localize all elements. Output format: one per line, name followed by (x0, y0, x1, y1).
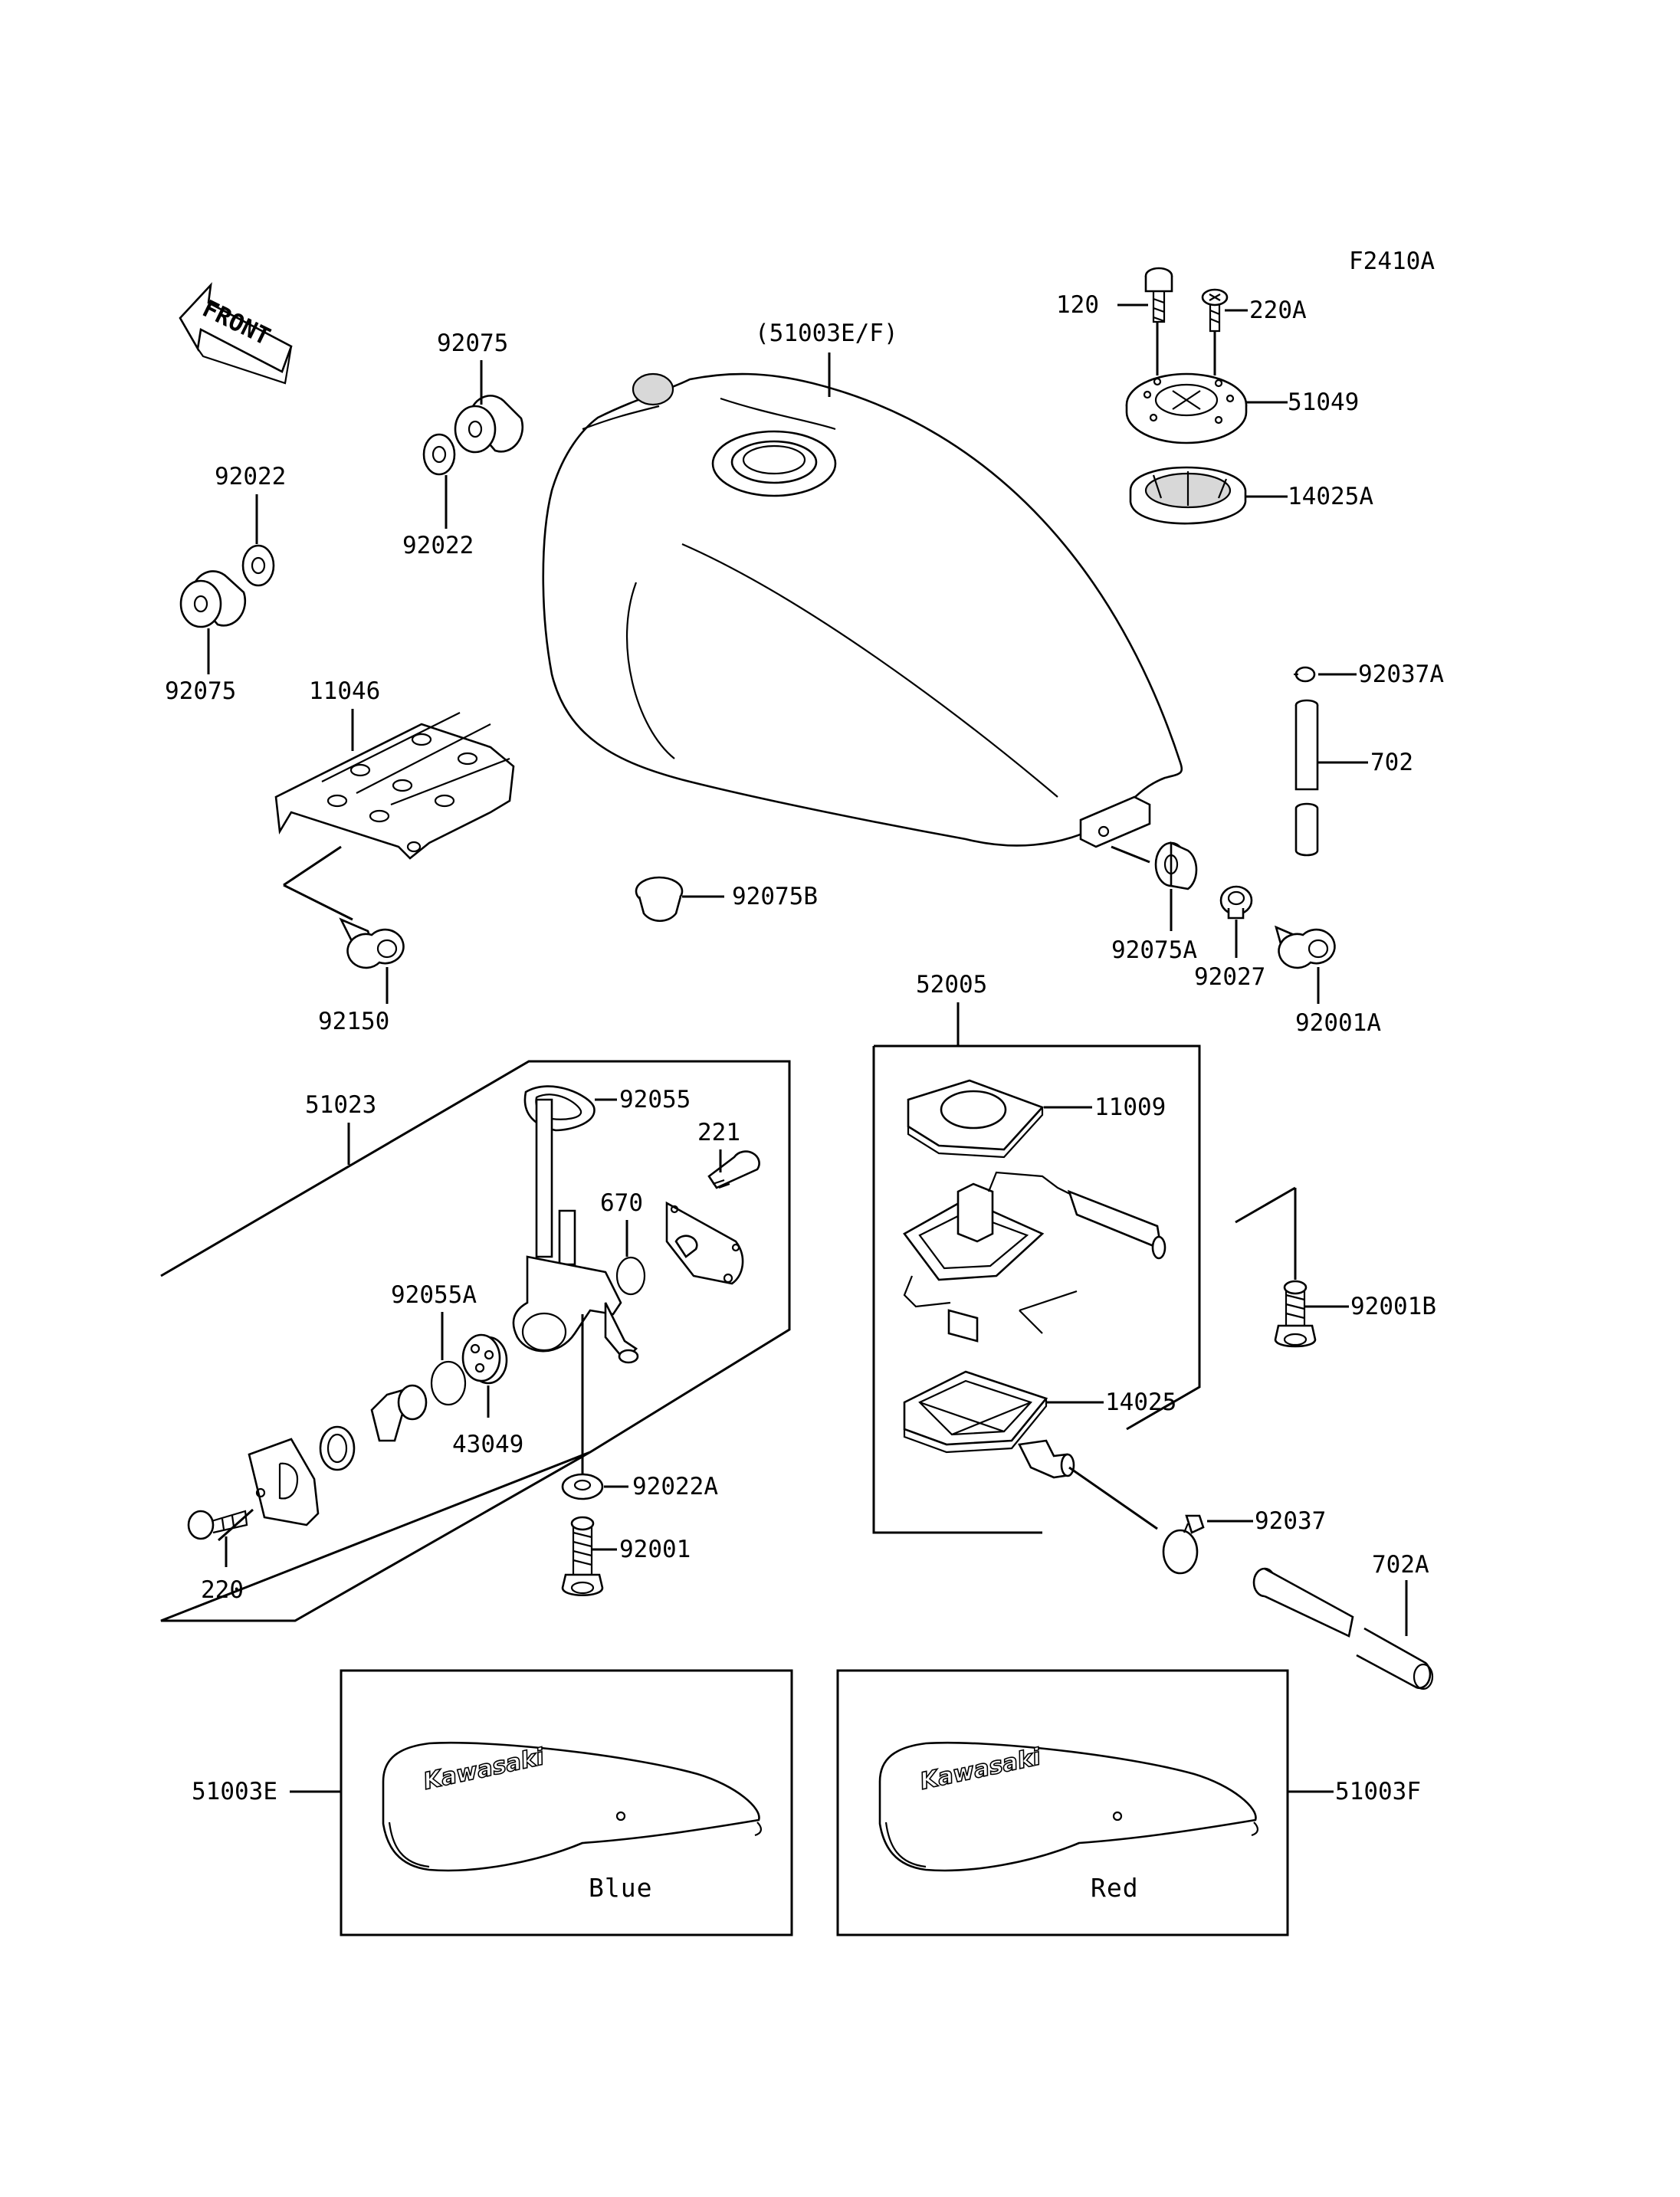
label-14025A: 14025A (1288, 483, 1373, 510)
part-cock-lever (370, 1384, 428, 1442)
label-92055: 92055 (619, 1086, 691, 1113)
part-92027-collar (1219, 885, 1253, 920)
label-92001B: 92001B (1350, 1293, 1436, 1320)
variant-box-blue: Kawasaki Blue (340, 1669, 793, 1936)
part-92022A-washer (561, 1473, 604, 1500)
fuel-tank (542, 372, 1183, 848)
label-92037A: 92037A (1358, 661, 1444, 688)
label-92027: 92027 (1194, 963, 1265, 991)
part-92037-clamp (1162, 1514, 1205, 1575)
part-14025-filter (903, 1370, 1075, 1479)
frame-52005 (872, 1044, 1201, 1534)
label-220A: 220A (1249, 297, 1307, 324)
part-51049-cap (1125, 372, 1248, 444)
label-220: 220 (201, 1576, 244, 1604)
part-fuel-cock-body (512, 1098, 639, 1364)
part-92001A-bolt (1275, 925, 1336, 969)
part-92001B-bolt (1274, 1280, 1317, 1348)
label-51003F: 51003F (1335, 1778, 1421, 1805)
label-670: 670 (600, 1189, 643, 1217)
variant-red-color: Red (1091, 1873, 1139, 1903)
part-670-oring (615, 1256, 646, 1296)
label-92001: 92001 (619, 1536, 691, 1563)
label-92075-top: 92075 (437, 330, 508, 357)
label-92055A: 92055A (391, 1281, 477, 1309)
variant-blue-color: Blue (589, 1873, 652, 1903)
part-92075A-damper (1154, 841, 1198, 890)
label-11046: 11046 (309, 677, 380, 705)
part-92037A-clamp (1294, 666, 1316, 683)
part-702A-hose (1252, 1567, 1434, 1690)
label-702: 702 (1370, 749, 1413, 776)
label-51003EF: (51003E/F) (755, 320, 898, 347)
part-92001-bolt (561, 1516, 604, 1596)
part-cock-plate (248, 1438, 320, 1526)
label-221: 221 (697, 1119, 740, 1146)
label-92075A: 92075A (1111, 936, 1197, 964)
label-14025: 14025 (1105, 1389, 1176, 1416)
label-92022-left: 92022 (215, 463, 286, 490)
part-92075-damper (454, 395, 524, 454)
label-51023: 51023 (305, 1091, 376, 1119)
label-92075B: 92075B (732, 883, 818, 910)
part-fuel-pump-unit (903, 1171, 1166, 1343)
part-221-screw (707, 1150, 760, 1189)
label-702A: 702A (1372, 1551, 1429, 1579)
label-92001A: 92001A (1295, 1009, 1381, 1037)
frame-51023 (160, 1060, 791, 1622)
label-92150: 92150 (318, 1008, 389, 1035)
label-52005: 52005 (916, 971, 987, 998)
label-92075-left: 92075 (165, 677, 236, 705)
part-cock-cover (665, 1201, 744, 1285)
part-92022-washer (422, 433, 456, 476)
part-43049-packing (461, 1333, 508, 1385)
part-92055-gasket (523, 1085, 596, 1132)
part-14025A-gasket (1129, 466, 1247, 525)
part-92055A-oring (430, 1360, 467, 1406)
label-43049: 43049 (452, 1431, 523, 1458)
part-11046-bracket (274, 712, 515, 860)
label-120: 120 (1056, 291, 1099, 319)
label-51003E: 51003E (192, 1778, 277, 1805)
label-92022A: 92022A (632, 1473, 718, 1500)
part-92075B-plug (635, 876, 684, 923)
label-92022-right: 92022 (402, 532, 474, 559)
diagram-id: F2410A (1349, 248, 1435, 275)
part-92022-washer-left (241, 544, 275, 587)
front-arrow-icon: FRONT (179, 282, 293, 385)
part-92150-bolt (339, 917, 405, 969)
label-51049: 51049 (1288, 389, 1359, 416)
part-702-hose (1294, 699, 1319, 857)
part-11009-gasket (907, 1079, 1045, 1159)
part-120-screw (1144, 267, 1173, 323)
label-11009: 11009 (1094, 1094, 1166, 1121)
label-92037: 92037 (1255, 1507, 1326, 1535)
part-cock-ring (319, 1425, 356, 1471)
part-220-screw (187, 1510, 248, 1540)
part-92075-damper-left (179, 570, 247, 628)
variant-box-red: Kawasaki Red (836, 1669, 1289, 1936)
part-220A-screw (1201, 288, 1229, 333)
